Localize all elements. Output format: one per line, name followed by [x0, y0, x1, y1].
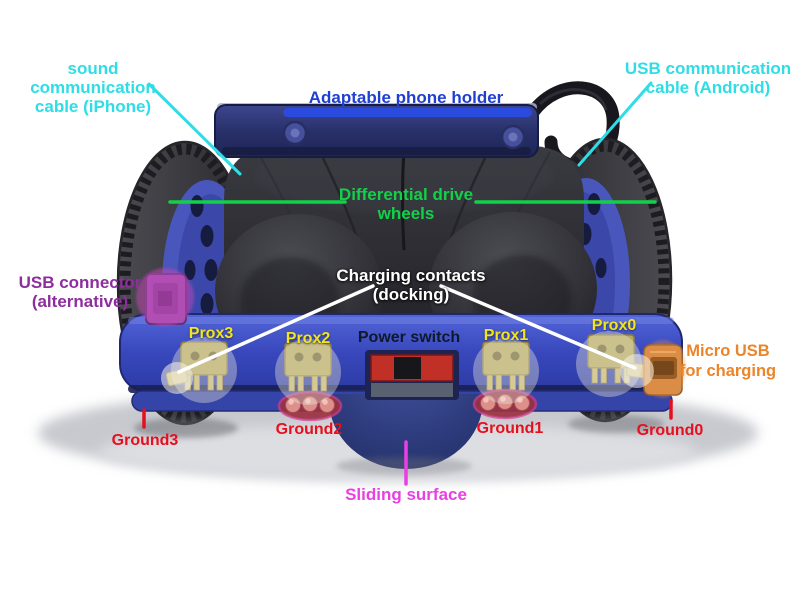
prox2-sensor: [284, 342, 332, 392]
label-prox0-text: Prox0: [591, 317, 637, 334]
label-sliding-surface: Sliding surface: [324, 485, 488, 504]
label-drive-wheels-line1: Differential drive: [338, 185, 474, 204]
phone-holder: [214, 103, 539, 158]
leader-lines: [142, 81, 673, 486]
left-wheel-shadow: [134, 418, 238, 438]
label-prox1-text: Prox1: [483, 327, 529, 344]
label-power-switch-text: Power switch: [357, 329, 461, 346]
charging-contact-right-highlight: [620, 354, 654, 388]
leader-charging-left: [177, 284, 375, 374]
label-micro-usb: Micro USB for charging: [652, 341, 796, 381]
label-prox2-text: Prox2: [285, 330, 331, 347]
label-usb-connector-line2: (alternative): [31, 292, 129, 311]
label-sound-cable: sound communication cable (iPhone): [3, 59, 183, 116]
usb-connector-highlight: [136, 268, 194, 326]
label-ground0-text: Ground0: [636, 422, 704, 439]
prox0-sensor: [587, 334, 635, 384]
label-ground0: Ground0: [620, 423, 720, 439]
right-wheel-shadow: [568, 415, 664, 433]
label-prox3: Prox3: [171, 326, 251, 342]
label-ground1: Ground1: [460, 421, 560, 437]
label-drive-wheels: Differential drive wheels: [320, 185, 492, 223]
label-usb-cable-line2: cable (Android): [645, 78, 771, 97]
label-charging-contacts-line1: Charging contacts: [336, 266, 486, 285]
ground1-sensor: [472, 388, 538, 420]
prox1-sensor: [482, 341, 530, 391]
label-usb-cable: USB communication cable (Android): [622, 59, 794, 97]
micro-usb-highlight: [640, 340, 686, 398]
label-sound-cable-line2: cable (iPhone): [34, 97, 152, 116]
dome-shadow: [336, 457, 472, 475]
label-micro-usb-line1: Micro USB: [686, 342, 770, 360]
label-phone-holder: Adaptable phone holder: [298, 88, 514, 107]
ground2-sensor: [277, 390, 343, 422]
label-micro-usb-line2: for charging: [679, 362, 777, 380]
label-usb-connector: USB connector (alternative): [6, 273, 154, 311]
leader-usb-cable: [577, 81, 653, 167]
label-ground1-text: Ground1: [476, 420, 544, 437]
label-prox2: Prox2: [268, 331, 348, 347]
holder-screw-left: [282, 120, 308, 146]
label-sliding-surface-text: Sliding surface: [345, 485, 467, 504]
label-ground3: Ground3: [95, 433, 195, 449]
holder-screw-right: [500, 124, 526, 150]
label-charging-contacts-line2: (docking): [372, 285, 450, 304]
label-ground2: Ground2: [259, 422, 359, 438]
label-drive-wheels-line2: wheels: [377, 204, 435, 223]
label-ground3-text: Ground3: [111, 432, 179, 449]
label-power-switch: Power switch: [329, 330, 489, 346]
label-phone-holder-text: Adaptable phone holder: [308, 88, 504, 107]
label-prox0: Prox0: [574, 318, 654, 334]
label-ground2-text: Ground2: [275, 421, 343, 438]
label-usb-connector-line1: USB connector: [18, 273, 142, 292]
label-prox1: Prox1: [466, 328, 546, 344]
label-charging-contacts: Charging contacts (docking): [331, 266, 491, 304]
leader-sound-cable: [147, 82, 242, 176]
label-prox3-text: Prox3: [188, 325, 234, 342]
leader-charging-right: [439, 284, 637, 370]
sliding-dome: [329, 394, 483, 469]
power-switch: [365, 350, 459, 400]
label-sound-cable-line1: sound communication: [30, 59, 156, 97]
power-switch-slider: [394, 357, 421, 379]
label-usb-cable-line1: USB communication: [624, 59, 792, 78]
